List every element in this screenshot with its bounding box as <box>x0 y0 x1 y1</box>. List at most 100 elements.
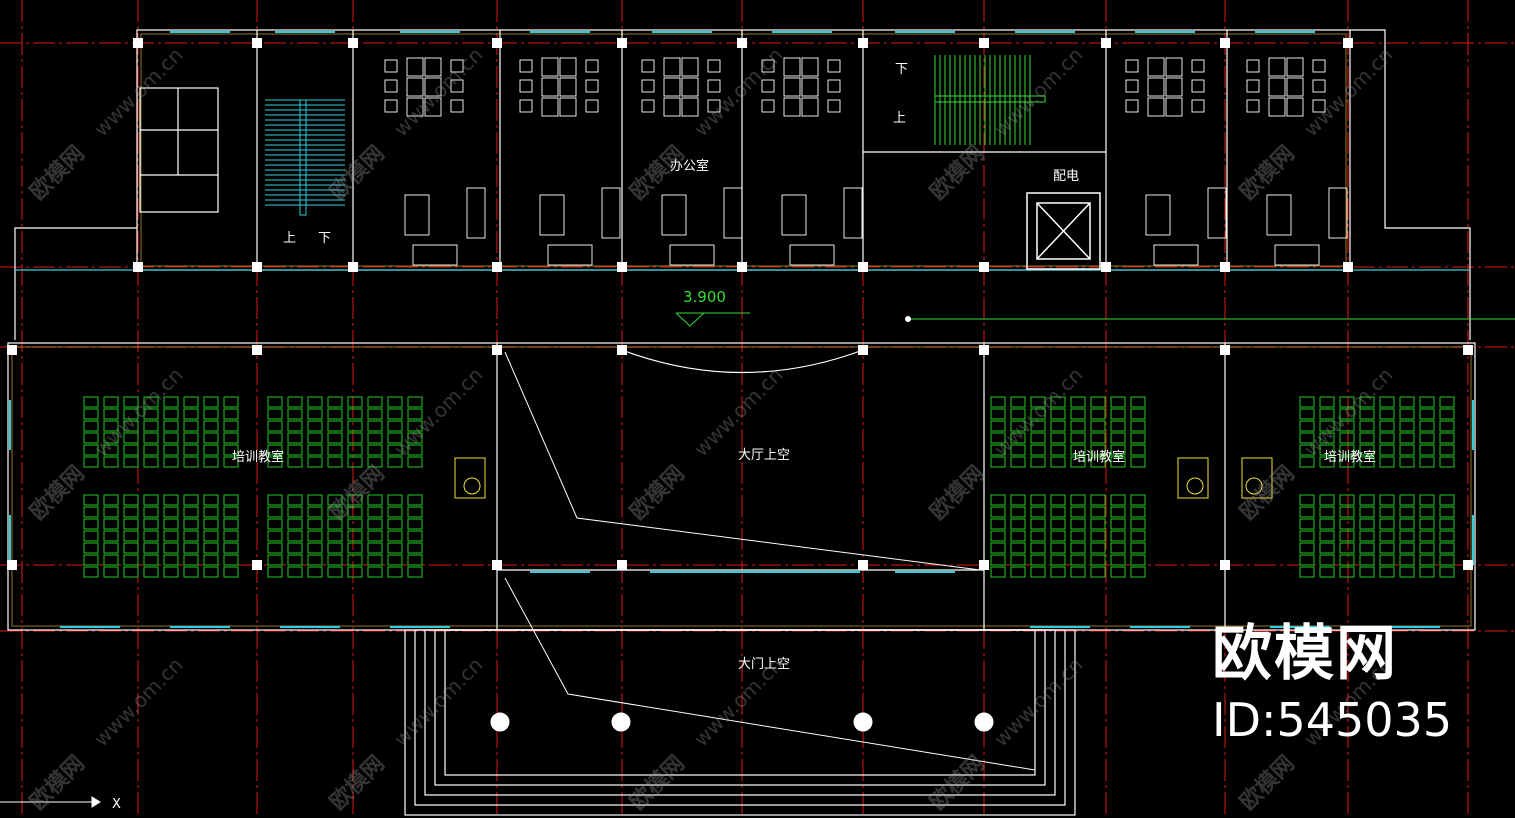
classroom-desk <box>1130 542 1146 554</box>
classroom-desk <box>203 506 219 518</box>
classroom-desk <box>1030 518 1046 530</box>
classroom-desk <box>1439 566 1455 578</box>
classroom-desk <box>267 518 283 530</box>
desk <box>541 77 559 97</box>
column <box>1220 560 1230 570</box>
classroom-desk <box>103 456 119 468</box>
classroom-desk <box>327 456 343 468</box>
classroom-desk <box>287 396 303 408</box>
classroom-desk <box>347 494 363 506</box>
void-indicators <box>504 351 1036 771</box>
classroom-desk <box>1090 456 1106 468</box>
classroom-desk <box>287 420 303 432</box>
classroom-desk <box>307 456 323 468</box>
classroom-desk <box>123 432 139 444</box>
chair <box>384 99 398 113</box>
classroom-desk <box>83 432 99 444</box>
classroom-desk <box>143 554 159 566</box>
column <box>617 262 627 272</box>
classroom-desk <box>1379 396 1395 408</box>
chair <box>827 79 841 93</box>
classroom-desk <box>1030 566 1046 578</box>
column <box>1463 345 1473 355</box>
classroom-desk <box>990 494 1006 506</box>
classroom-desk <box>103 518 119 530</box>
chair <box>1312 59 1326 73</box>
classroom-desk <box>1339 554 1355 566</box>
classroom-desk <box>143 456 159 468</box>
classroom-desk <box>307 420 323 432</box>
classroom-desk <box>183 456 199 468</box>
stair-handrail <box>934 95 1046 103</box>
classroom-desk <box>1090 506 1106 518</box>
classroom-desk <box>183 444 199 456</box>
chair <box>1246 59 1260 73</box>
classroom-desk <box>1359 542 1375 554</box>
classroom-desk <box>327 408 343 420</box>
classroom-desk <box>407 408 423 420</box>
desk <box>783 77 801 97</box>
watermark-tile-brand: 欧模网 <box>925 460 990 525</box>
column <box>1101 38 1111 48</box>
classroom-desk <box>347 396 363 408</box>
classroom-desk <box>1090 542 1106 554</box>
classroom-desk <box>1090 518 1106 530</box>
classroom-desk <box>990 432 1006 444</box>
classroom-desk <box>1070 420 1086 432</box>
chair <box>1125 79 1139 93</box>
classroom-desk <box>1439 444 1455 456</box>
classroom-desk <box>163 554 179 566</box>
classroom-desk <box>1359 408 1375 420</box>
classroom-desk <box>407 506 423 518</box>
classroom-desk <box>1399 542 1415 554</box>
classroom-desk <box>1130 444 1146 456</box>
classroom-desk <box>307 396 323 408</box>
classroom-desk <box>347 444 363 456</box>
classroom-desk <box>1070 554 1086 566</box>
desk <box>1268 77 1286 97</box>
classroom-desk <box>267 530 283 542</box>
classroom-desk <box>327 518 343 530</box>
stairs-left <box>265 99 345 216</box>
classroom-desk <box>183 518 199 530</box>
classroom-desk <box>990 566 1006 578</box>
chair <box>1125 99 1139 113</box>
classroom-desk <box>83 420 99 432</box>
classroom-desk <box>1399 494 1415 506</box>
classroom-desk <box>327 420 343 432</box>
classroom-desk <box>1419 530 1435 542</box>
classroom-desk <box>267 554 283 566</box>
desk <box>559 77 577 97</box>
classroom-desk <box>1319 408 1335 420</box>
classroom-desk <box>163 530 179 542</box>
classroom-desk <box>83 408 99 420</box>
classroom-desk <box>1419 456 1435 468</box>
classroom-desk <box>367 420 383 432</box>
classroom-desk <box>203 530 219 542</box>
classroom-desk <box>223 408 239 420</box>
classroom-desk <box>1110 396 1126 408</box>
classroom-desk <box>1339 518 1355 530</box>
desk <box>559 97 577 117</box>
classroom-desk <box>163 444 179 456</box>
classroom-desk <box>1010 494 1026 506</box>
classroom-desk <box>347 542 363 554</box>
classroom-desk <box>1399 554 1415 566</box>
column <box>979 345 989 355</box>
watermark-tile-brand: 欧模网 <box>325 460 390 525</box>
classroom-desk <box>387 456 403 468</box>
classroom-desk <box>407 566 423 578</box>
classroom-desk <box>1070 444 1086 456</box>
classroom-desk <box>1130 408 1146 420</box>
desk <box>1165 77 1183 97</box>
classroom-desk <box>367 396 383 408</box>
column <box>1220 38 1230 48</box>
classroom-desk <box>1399 396 1415 408</box>
classroom-desk <box>223 554 239 566</box>
column <box>133 262 143 272</box>
classroom-desk <box>1319 432 1335 444</box>
classroom-desk <box>1299 566 1315 578</box>
